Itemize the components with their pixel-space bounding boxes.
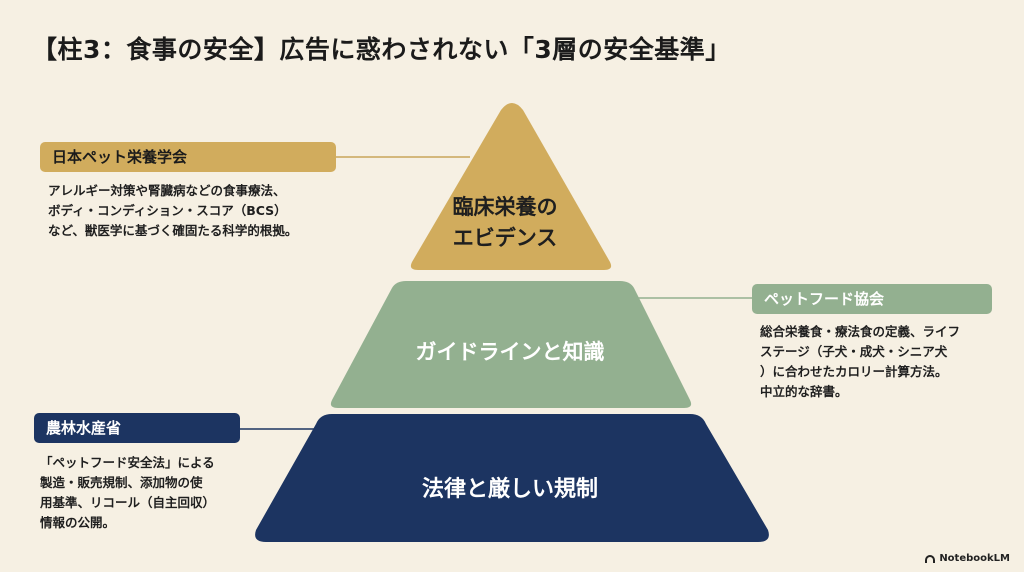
page-title: 【柱3：食事の安全】広告に惑わされない「3層の安全基準」	[32, 35, 731, 64]
callout-pfa-line: ステージ（子犬・成犬・シニア犬	[760, 344, 948, 359]
callout-jpsn-line: ボディ・コンディション・スコア（BCS）	[48, 203, 287, 218]
callout-maff-description: 「ペットフード安全法」による 製造・販売規制、添加物の使 用基準、リコール（自主…	[40, 453, 280, 533]
notebooklm-icon	[925, 554, 936, 563]
callout-maff-name: 農林水産省	[34, 413, 240, 443]
callout-maff-line: 「ペットフード安全法」による	[40, 455, 215, 470]
callout-pfa-line: 中立的な辞書。	[760, 384, 848, 399]
tier-middle-shape	[330, 281, 692, 408]
callout-pfa-name: ペットフード協会	[752, 284, 992, 314]
tier-top-label-line1: 臨床栄養の	[452, 195, 558, 219]
callout-jpsn-description: アレルギー対策や腎臓病などの食事療法、 ボディ・コンディション・スコア（BCS）…	[48, 181, 348, 241]
callout-maff-line: 製造・販売規制、添加物の使	[40, 475, 203, 490]
callout-jpsn-name: 日本ペット栄養学会	[40, 142, 336, 172]
callout-pfa-description: 総合栄養食・療法食の定義、ライフ ステージ（子犬・成犬・シニア犬 ）に合わせたカ…	[760, 322, 1000, 402]
callout-maff-line: 用基準、リコール（自主回収）	[40, 495, 216, 510]
brand-label: NotebookLM	[939, 553, 1010, 564]
callout-jpsn-line: アレルギー対策や腎臓病などの食事療法、	[48, 183, 286, 198]
callout-pfa-line: ）に合わせたカロリー計算方法。	[760, 364, 948, 379]
callout-pfa-line: 総合栄養食・療法食の定義、ライフ	[760, 324, 961, 339]
tier-top-label: 臨床栄養の エビデンス	[400, 192, 610, 254]
callout-jpsn-line: など、獣医学に基づく確固たる科学的根拠。	[48, 223, 298, 238]
tier-bottom-label: 法律と厳しい規制	[421, 477, 598, 502]
brand-watermark: NotebookLM	[925, 553, 1010, 564]
tier-bottom-shape	[255, 414, 769, 542]
tier-middle-label: ガイドラインと知識	[415, 340, 605, 364]
tier-top-shape	[410, 103, 612, 270]
tier-top-label-line2: エビデンス	[452, 226, 558, 250]
callout-maff-line: 情報の公開。	[40, 515, 116, 530]
